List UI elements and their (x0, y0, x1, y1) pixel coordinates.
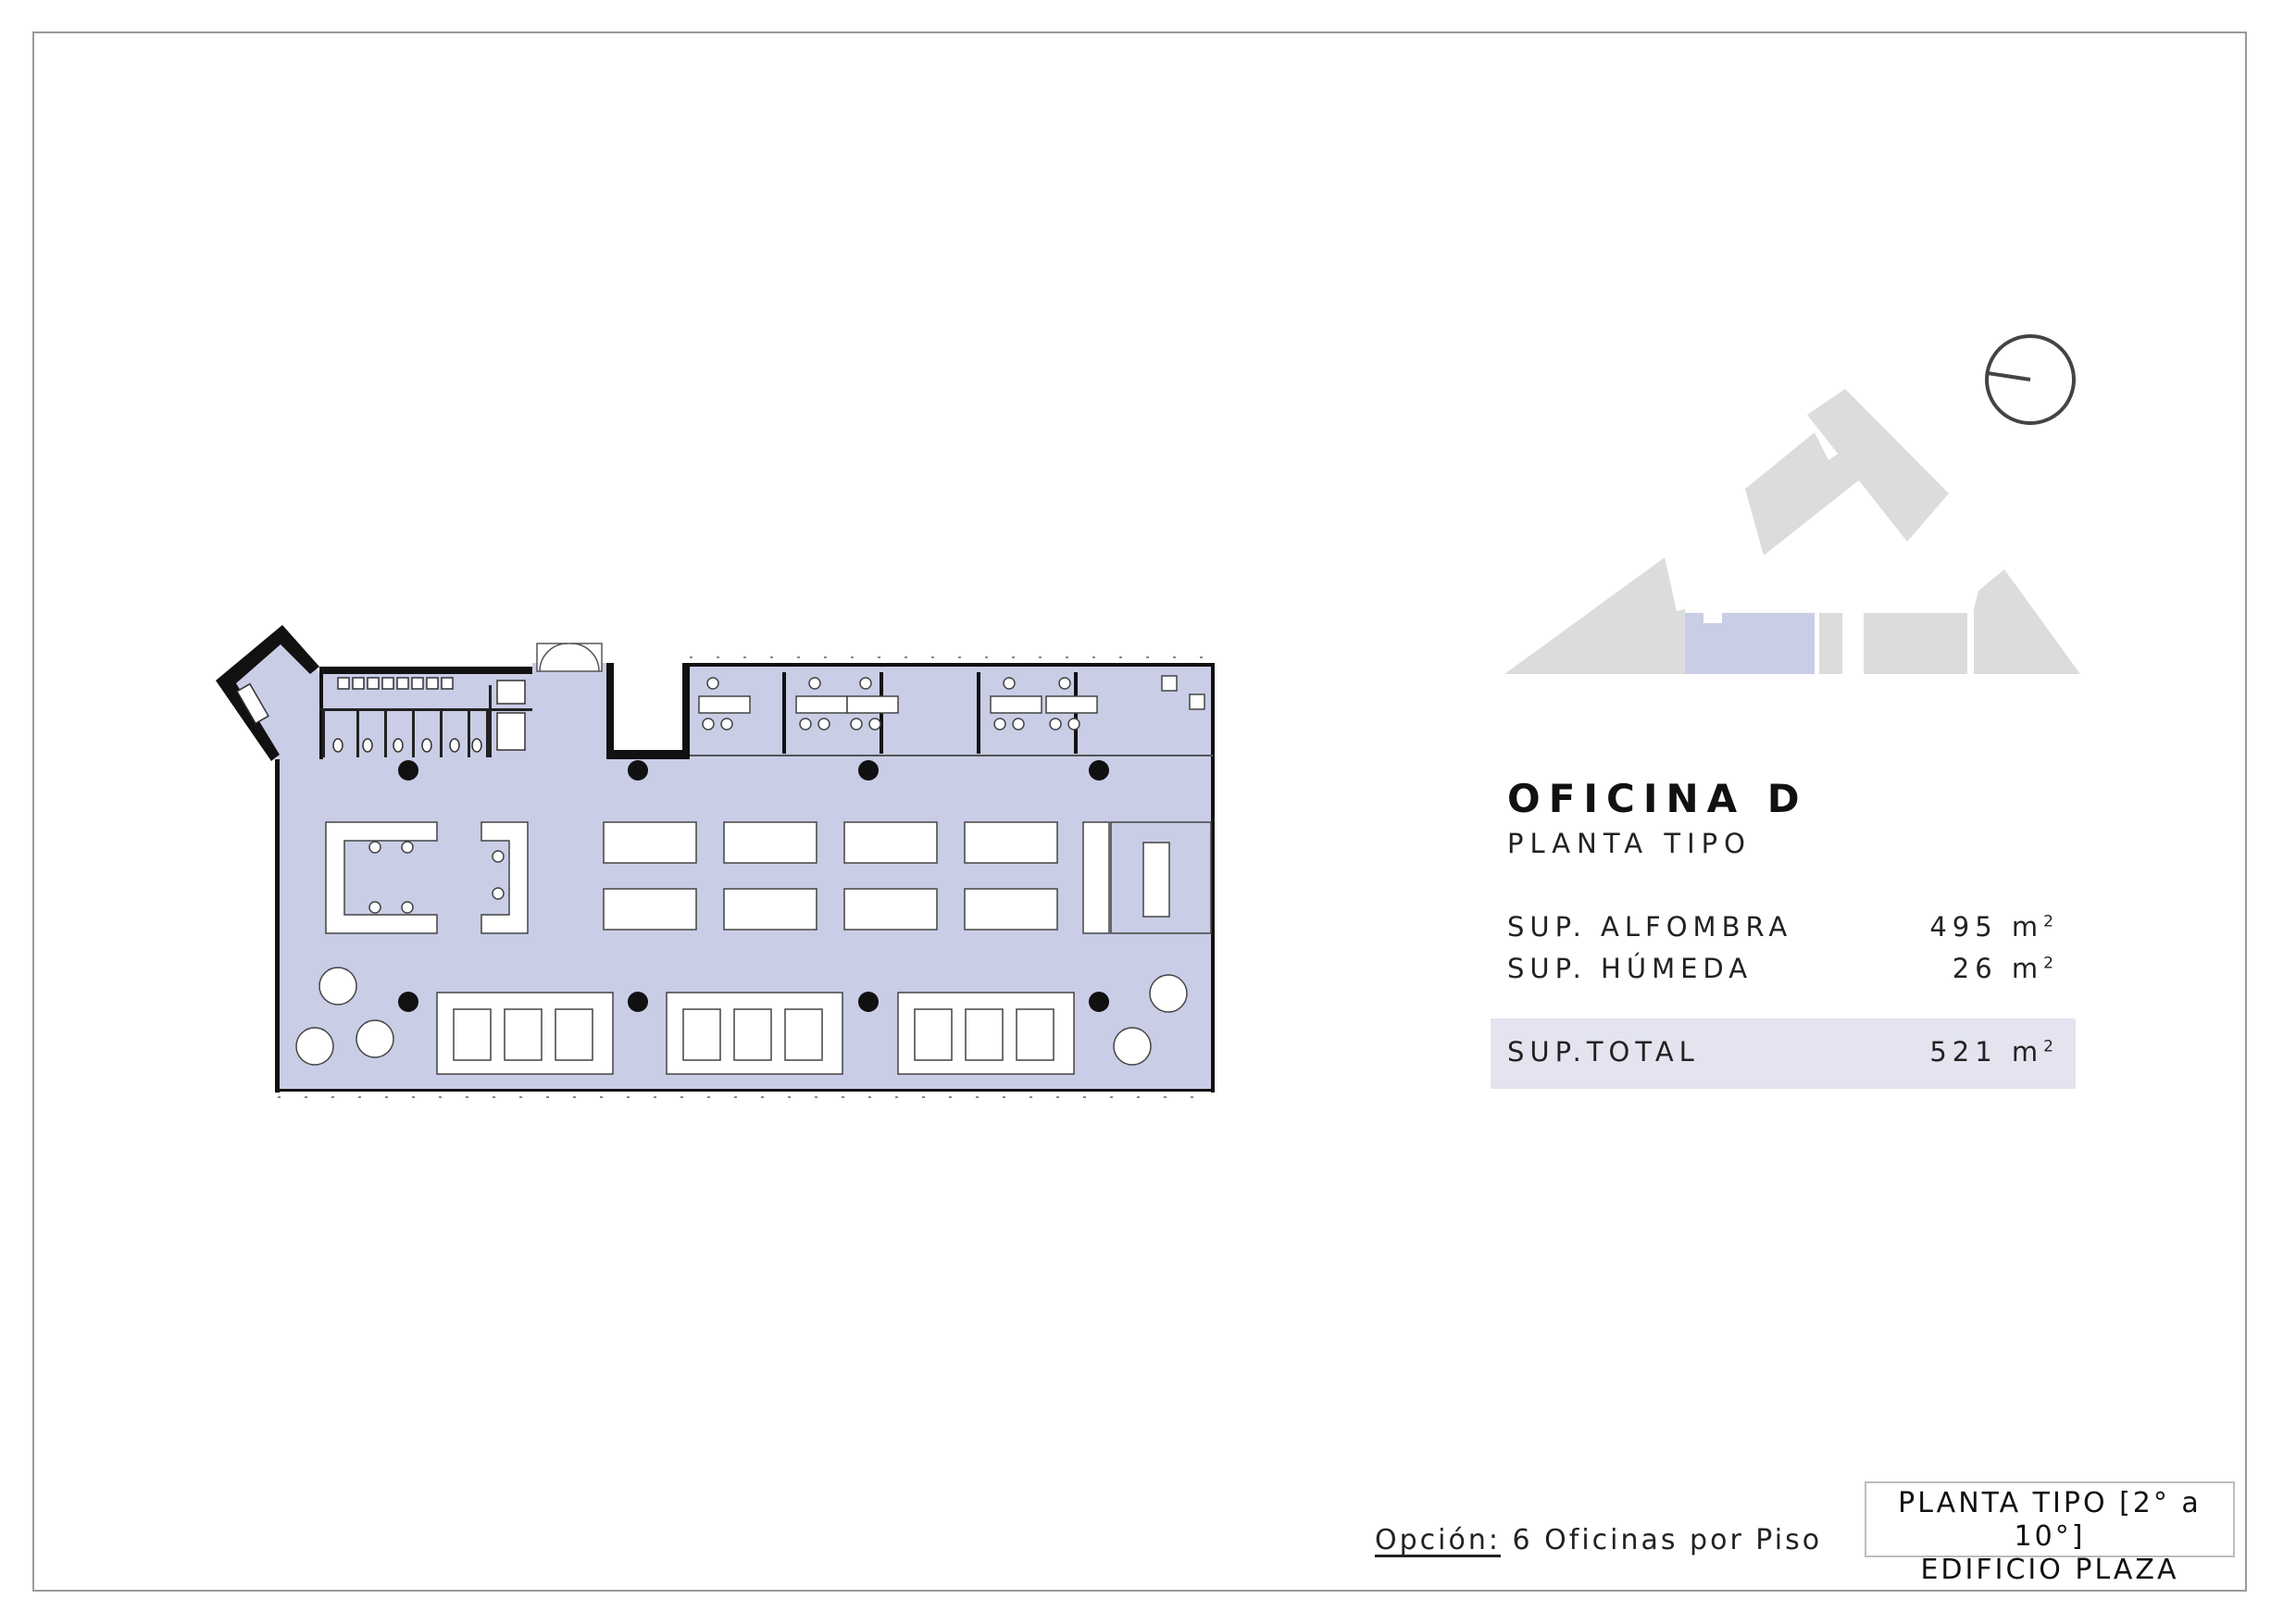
private-office-desks (698, 675, 1205, 731)
meeting-rooms (436, 992, 1075, 1075)
area-value: 26 m2 (1952, 953, 2053, 984)
structural-columns (398, 760, 1109, 1012)
option-note: Opción: 6 Oficinas por Piso (1375, 1524, 1822, 1556)
site-plan (1504, 334, 2080, 674)
building-title-line1: PLANTA TIPO [2° a 10°] (1898, 1487, 2202, 1553)
total-value: 521 m2 (1929, 1036, 2053, 1068)
workstation-clusters (603, 821, 1212, 934)
building-title-line2: EDIFICIO PLAZA (1920, 1554, 2179, 1586)
toilet-fixtures (236, 677, 526, 753)
floor-area (227, 639, 1213, 1091)
total-label: SUP.TOTAL (1507, 1036, 1700, 1068)
area-label: SUP. ALFOMBRA (1507, 911, 1793, 943)
office-d-highlight (1685, 613, 1815, 674)
compass-icon (1985, 334, 2076, 425)
area-label: SUP. HÚMEDA (1507, 953, 1753, 984)
area-row-total: SUP.TOTAL 521 m2 (1507, 1036, 2053, 1068)
facade-mullions (278, 656, 1213, 1098)
office-subtitle: PLANTA TIPO (1507, 828, 1752, 859)
option-label: Opción: (1375, 1524, 1501, 1556)
building-title-box: PLANTA TIPO [2° a 10°] EDIFICIO PLAZA (1865, 1481, 2235, 1586)
sheet-border (32, 31, 2247, 1592)
round-tables (295, 967, 1188, 1066)
entrance-door (536, 643, 603, 672)
total-area-band (1491, 1018, 2076, 1089)
lounge-furniture (325, 821, 529, 934)
option-text: 6 Oficinas por Piso (1512, 1524, 1823, 1556)
floor-plan (216, 625, 1215, 1098)
walls (216, 625, 1215, 1093)
area-row-humeda: SUP. HÚMEDA 26 m2 (1507, 953, 2053, 984)
site-buildings (1504, 389, 2080, 674)
area-row-alfombra: SUP. ALFOMBRA 495 m2 (1507, 911, 2053, 943)
area-value: 495 m2 (1929, 911, 2053, 943)
office-title: OFICINA D (1507, 776, 1808, 821)
